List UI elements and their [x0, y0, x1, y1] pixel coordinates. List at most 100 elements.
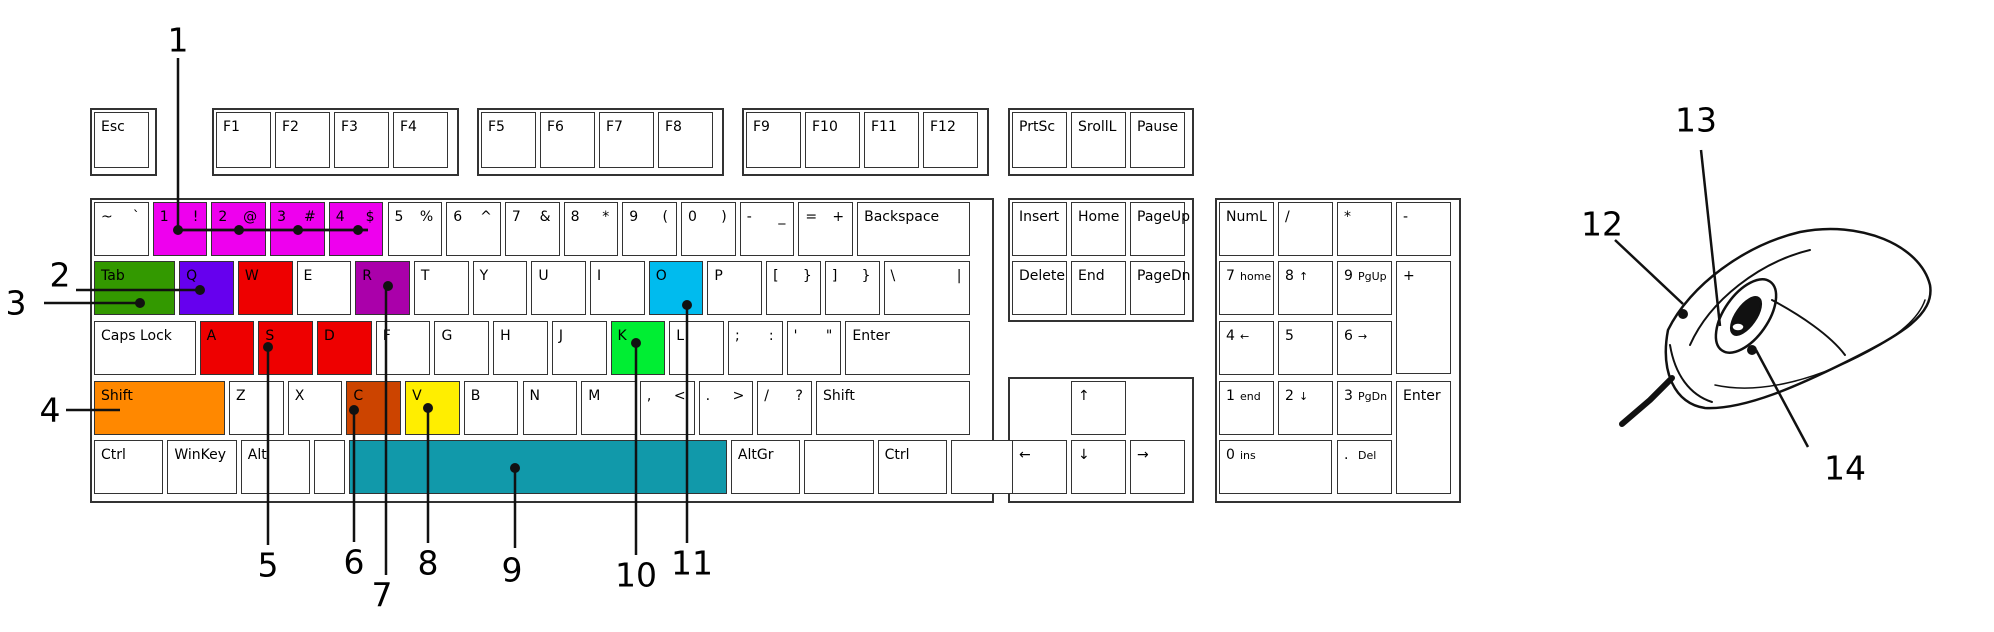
- key-e[interactable]: E: [296, 261, 352, 315]
- key-k[interactable]: K: [610, 321, 666, 375]
- key-k1[interactable]: 1!: [152, 202, 208, 256]
- key-caps[interactable]: Caps Lock: [94, 321, 196, 375]
- key-c[interactable]: C: [346, 381, 402, 435]
- key-k9[interactable]: 9(: [622, 202, 677, 256]
- key-rshift[interactable]: Shift: [816, 381, 971, 435]
- key-comma[interactable]: ,<: [639, 381, 695, 435]
- key-r[interactable]: R: [355, 261, 410, 315]
- key-k5[interactable]: 5%: [387, 202, 443, 256]
- key-end[interactable]: End: [1071, 261, 1126, 315]
- key-k7[interactable]: 7&: [504, 202, 560, 256]
- key-h[interactable]: H: [493, 321, 548, 375]
- key-a[interactable]: A: [199, 321, 255, 375]
- key-k2[interactable]: 2@: [211, 202, 267, 256]
- key-tilde[interactable]: ~`: [94, 202, 149, 256]
- key-backspace[interactable]: Backspace: [857, 202, 971, 256]
- key-bslash[interactable]: \|: [883, 261, 971, 315]
- key-f8[interactable]: F8: [658, 112, 713, 168]
- key-f[interactable]: F: [375, 321, 431, 375]
- key-f3[interactable]: F3: [334, 112, 389, 168]
- key-blank2[interactable]: [804, 440, 874, 494]
- key-slash[interactable]: /?: [757, 381, 812, 435]
- key-f12[interactable]: F12: [923, 112, 978, 168]
- key-quote[interactable]: '": [786, 321, 842, 375]
- key-t[interactable]: T: [413, 261, 469, 315]
- key-f10[interactable]: F10: [805, 112, 860, 168]
- key-n5[interactable]: 5: [1278, 321, 1333, 375]
- key-n6[interactable]: 6→: [1337, 321, 1392, 375]
- key-semi[interactable]: ;:: [727, 321, 783, 375]
- key-pause[interactable]: Pause: [1130, 112, 1185, 168]
- key-l[interactable]: L: [669, 321, 724, 375]
- key-b[interactable]: B: [463, 381, 519, 435]
- key-m[interactable]: M: [581, 381, 636, 435]
- key-equal[interactable]: =+: [798, 202, 854, 256]
- key-blank3[interactable]: [951, 440, 1021, 494]
- key-n4[interactable]: 4←: [1219, 321, 1274, 375]
- key-insert[interactable]: Insert: [1012, 202, 1067, 256]
- key-f9[interactable]: F9: [746, 112, 801, 168]
- key-o[interactable]: O: [648, 261, 704, 315]
- key-tab[interactable]: Tab: [94, 261, 176, 315]
- key-lshift[interactable]: Shift: [94, 381, 225, 435]
- key-space[interactable]: [349, 440, 727, 494]
- key-alt[interactable]: Alt: [240, 440, 311, 494]
- key-u[interactable]: U: [531, 261, 586, 315]
- key-j[interactable]: J: [551, 321, 607, 375]
- key-f5[interactable]: F5: [481, 112, 536, 168]
- key-nenter[interactable]: Enter: [1396, 381, 1451, 494]
- key-sroll[interactable]: SrollL: [1071, 112, 1126, 168]
- key-ndiv[interactable]: /: [1278, 202, 1333, 256]
- key-y[interactable]: Y: [472, 261, 528, 315]
- key-k0[interactable]: 0): [681, 202, 736, 256]
- key-n[interactable]: N: [522, 381, 578, 435]
- key-up[interactable]: ↑: [1071, 381, 1126, 435]
- key-pagedn[interactable]: PageDn: [1130, 261, 1191, 315]
- key-w[interactable]: W: [237, 261, 293, 315]
- key-d[interactable]: D: [317, 321, 372, 375]
- key-f2[interactable]: F2: [275, 112, 330, 168]
- key-f7[interactable]: F7: [599, 112, 654, 168]
- key-lbr[interactable]: [}: [766, 261, 821, 315]
- key-altgr[interactable]: AltGr: [730, 440, 801, 494]
- key-f11[interactable]: F11: [864, 112, 919, 168]
- key-f1[interactable]: F1: [216, 112, 271, 168]
- key-nsub[interactable]: -: [1396, 202, 1451, 256]
- key-right[interactable]: →: [1130, 440, 1185, 494]
- key-prtsc[interactable]: PrtSc: [1012, 112, 1067, 168]
- key-lctrl[interactable]: Ctrl: [94, 440, 164, 494]
- key-x[interactable]: X: [287, 381, 343, 435]
- key-delete[interactable]: Delete: [1012, 261, 1067, 315]
- key-v[interactable]: V: [405, 381, 460, 435]
- key-period[interactable]: .>: [698, 381, 754, 435]
- key-nadd[interactable]: +: [1396, 261, 1451, 374]
- key-nmul[interactable]: *: [1337, 202, 1392, 256]
- key-f6[interactable]: F6: [540, 112, 595, 168]
- key-s[interactable]: S: [258, 321, 314, 375]
- key-blank1[interactable]: [314, 440, 346, 494]
- key-ndot[interactable]: .Del: [1337, 440, 1392, 494]
- key-rctrl[interactable]: Ctrl: [877, 440, 948, 494]
- key-minus[interactable]: -_: [739, 202, 795, 256]
- key-enter[interactable]: Enter: [845, 321, 971, 375]
- key-esc[interactable]: Esc: [94, 112, 149, 168]
- key-k8[interactable]: 8*: [563, 202, 619, 256]
- key-down[interactable]: ↓: [1071, 440, 1126, 494]
- key-left[interactable]: ←: [1012, 440, 1067, 494]
- key-q[interactable]: Q: [179, 261, 234, 315]
- key-rbr[interactable]: ]}: [824, 261, 880, 315]
- key-numl[interactable]: NumL: [1219, 202, 1274, 256]
- key-pageup[interactable]: PageUp: [1130, 202, 1190, 256]
- key-n8[interactable]: 8↑: [1278, 261, 1333, 315]
- key-winkey[interactable]: WinKey: [167, 440, 237, 494]
- key-p[interactable]: P: [707, 261, 763, 315]
- key-k4[interactable]: 4$: [328, 202, 384, 256]
- key-i[interactable]: I: [590, 261, 645, 315]
- key-f4[interactable]: F4: [393, 112, 448, 168]
- key-k3[interactable]: 3#: [270, 202, 325, 256]
